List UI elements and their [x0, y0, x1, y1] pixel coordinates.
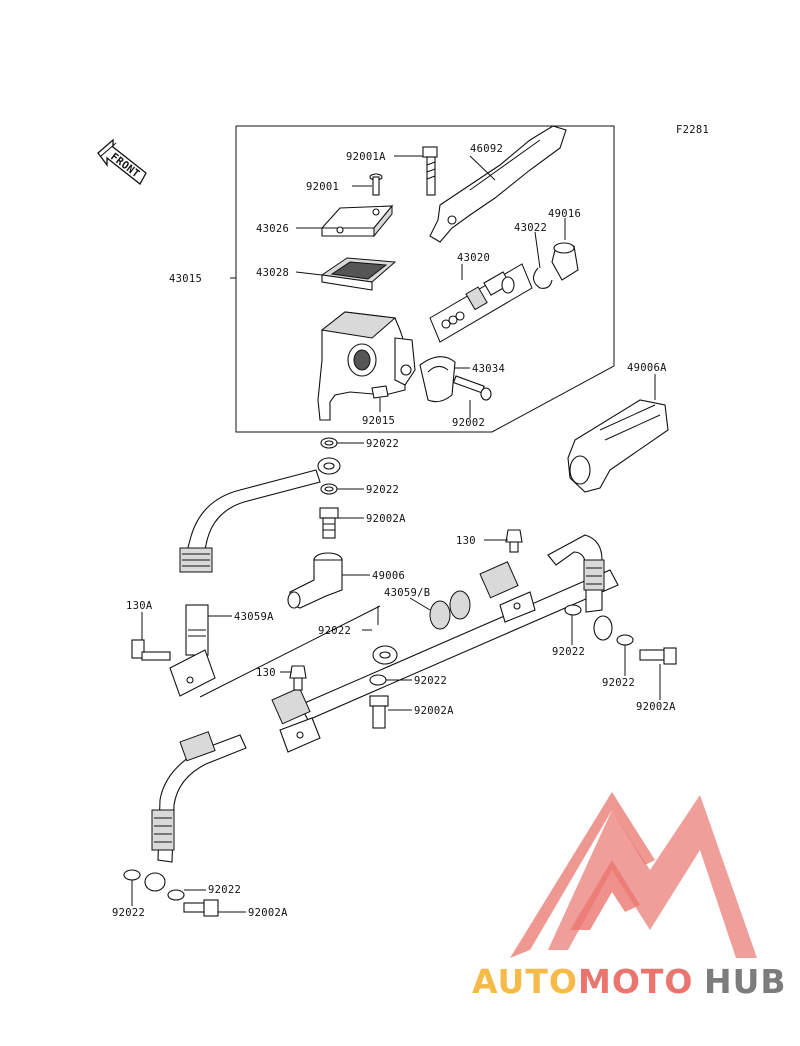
label-92002A-right: 92002A [636, 701, 676, 713]
washer-top-part [320, 437, 338, 449]
boot-49016-part [551, 242, 579, 281]
label-92002A-upper: 92002A [366, 513, 406, 525]
label-92022-bottom: 92022 [208, 884, 241, 896]
washer-bottom-part [167, 889, 185, 901]
banjo-upper-part [317, 457, 341, 475]
upper-hose-part [179, 469, 321, 656]
brand-hub: HUB [704, 962, 787, 1001]
bolt-130-lower-part [289, 665, 307, 691]
label-130-upper: 130 [456, 535, 476, 547]
label-43028: 43028 [256, 267, 289, 279]
label-43034: 43034 [472, 363, 505, 375]
washer-right-part [564, 604, 582, 616]
leader-lines [131, 155, 661, 913]
assembly-43015-frame [235, 125, 615, 433]
label-92022-left: 92022 [318, 625, 351, 637]
banjo-bolt-bottom-part [183, 899, 219, 917]
label-92022-right: 92022 [552, 646, 585, 658]
diaphragm-part [320, 257, 397, 291]
label-43022: 43022 [514, 222, 547, 234]
lower-hose-part [144, 731, 247, 892]
brand-moto: MOTO [578, 962, 693, 1001]
label-92015: 92015 [362, 415, 395, 427]
label-92022-lower-mid: 92022 [414, 675, 447, 687]
washer-right2-part [616, 634, 634, 646]
joint-49006-part [287, 552, 343, 609]
right-hose-part [547, 534, 613, 641]
junction-block-part [169, 649, 216, 697]
label-92022-mid: 92022 [366, 484, 399, 496]
label-92002: 92002 [452, 417, 485, 429]
label-46092: 46092 [470, 143, 503, 155]
label-43020: 43020 [457, 252, 490, 264]
bolt-92002-part [452, 375, 492, 401]
label-92022-far-right: 92022 [602, 677, 635, 689]
cover-49006A-part [567, 399, 669, 493]
label-92002A-lower-mid: 92002A [414, 705, 454, 717]
piston-kit-43020-part [429, 263, 533, 343]
label-92001A: 92001A [346, 151, 386, 163]
label-130A: 130A [126, 600, 153, 612]
label-43059A: 43059A [234, 611, 274, 623]
label-43059B: 43059/B [384, 587, 430, 599]
label-49006A: 49006A [627, 362, 667, 374]
brand-auto: AUTO [472, 962, 578, 1001]
washer-mid-part [320, 483, 338, 495]
washer-lower-mid-part [369, 674, 387, 686]
clamp-43034-part [419, 356, 456, 403]
master-cylinder-body-part [317, 311, 416, 421]
banjo-bolt-upper-part [319, 507, 339, 539]
banjo-bolt-lower-mid-part [369, 695, 389, 729]
circlip-43022-part [532, 267, 553, 289]
label-92002A-bottom: 92002A [248, 907, 288, 919]
reservoir-cap-part [320, 204, 394, 238]
label-92022-top: 92022 [366, 438, 399, 450]
automotohub-logo: AUTO MOTO HUB [472, 792, 787, 1001]
front-arrow-icon: FRONT [97, 138, 147, 185]
label-49016: 49016 [548, 208, 581, 220]
label-130-lower: 130 [256, 667, 276, 679]
label-43015: 43015 [169, 273, 202, 285]
bleeder-92015-part [371, 385, 389, 399]
label-92001: 92001 [306, 181, 339, 193]
label-49006: 49006 [372, 570, 405, 582]
figure-code: F2281 [676, 124, 709, 136]
washer-bottom-left-part [123, 869, 141, 881]
banjo-bolt-right-part [639, 647, 677, 665]
bolt-130A-part [131, 639, 171, 661]
bolt-130-upper-part [505, 529, 523, 553]
label-43026: 43026 [256, 223, 289, 235]
label-92022-bottom-left: 92022 [112, 907, 145, 919]
screw-92001-part [369, 173, 383, 196]
bolt-92001A-part [422, 146, 438, 196]
brake-lever-part [429, 125, 567, 243]
divider-line [199, 605, 381, 698]
